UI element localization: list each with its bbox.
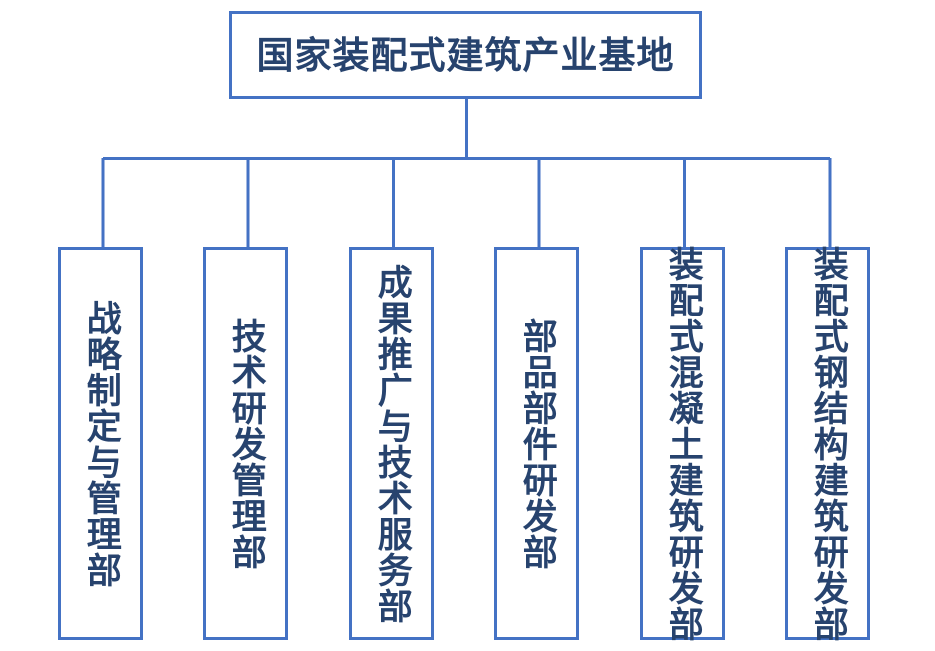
- node-child-label: 部品部件研发部: [516, 317, 557, 570]
- node-root[interactable]: 国家装配式建筑产业基地: [229, 11, 702, 99]
- node-promotion-tech-service-dept[interactable]: 成果推广与技术服务部: [349, 247, 434, 640]
- node-tech-rd-management-dept[interactable]: 技术研发管理部: [203, 247, 288, 640]
- node-steel-structure-rd-dept[interactable]: 装配式钢结构建筑研发部: [785, 245, 870, 642]
- node-components-rd-dept[interactable]: 部品部件研发部: [494, 247, 579, 640]
- node-strategy-management-dept[interactable]: 战略制定与管理部: [58, 247, 143, 640]
- node-child-label: 装配式混凝土建筑研发部: [662, 245, 703, 642]
- node-child-label: 成果推广与技术服务部: [371, 263, 412, 624]
- node-precast-concrete-rd-dept[interactable]: 装配式混凝土建筑研发部: [640, 245, 725, 642]
- node-child-label: 战略制定与管理部: [80, 299, 121, 588]
- node-child-label: 装配式钢结构建筑研发部: [807, 245, 848, 642]
- node-child-label: 技术研发管理部: [225, 317, 266, 570]
- node-root-label: 国家装配式建筑产业基地: [256, 33, 675, 77]
